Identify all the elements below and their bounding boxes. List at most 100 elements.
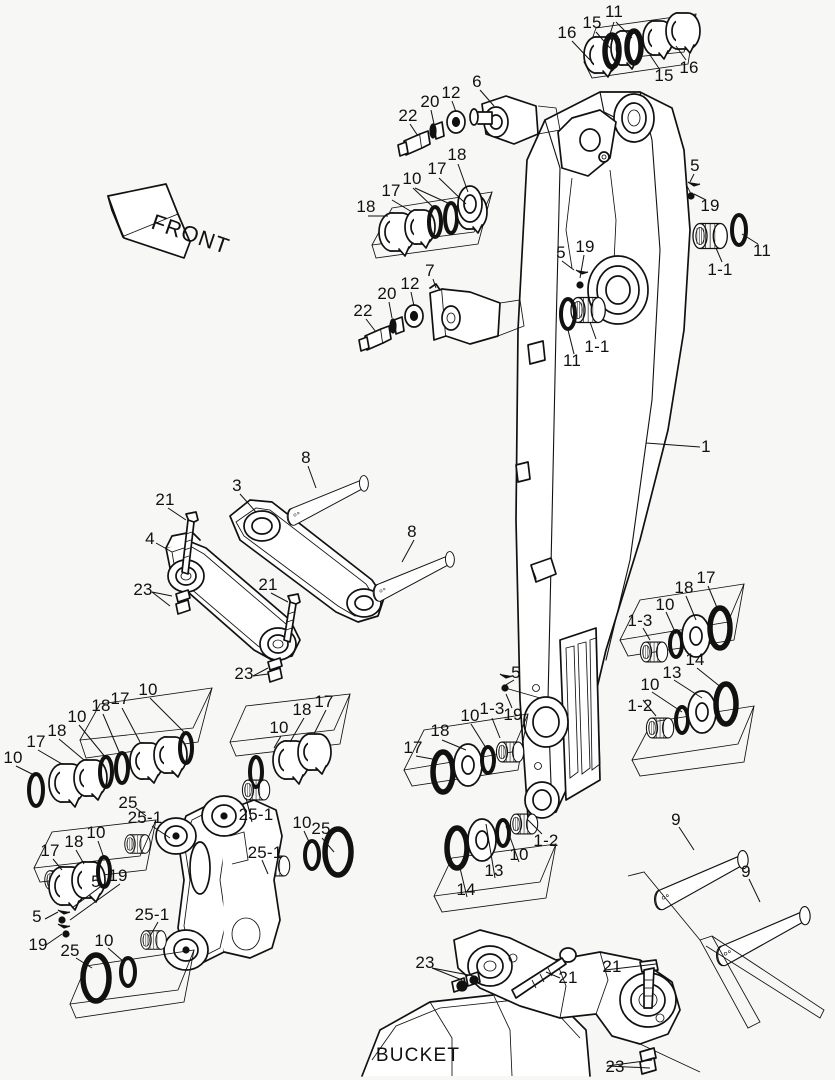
callout-1-1-21: 1-1: [584, 337, 610, 356]
callout-18-73: 18: [674, 578, 694, 597]
callout-13-77: 13: [662, 663, 682, 682]
callout-11-16: 11: [752, 241, 772, 260]
bucket-link-body: [155, 795, 283, 971]
callout-11-20: 11: [562, 351, 582, 370]
callout-4-30: 4: [145, 529, 155, 548]
callout-17-10: 17: [427, 159, 447, 178]
callout-22-25: 22: [353, 301, 373, 320]
callout-25-1-47: 25-1: [238, 805, 274, 824]
callout-1-3-63: 1-3: [479, 699, 505, 718]
callout-23-81: 23: [415, 953, 435, 972]
callout-18-9: 18: [447, 145, 467, 164]
callout-1-2-75: 1-2: [627, 696, 653, 715]
callout-17-12: 17: [381, 181, 401, 200]
callout-20-24: 20: [377, 284, 397, 303]
callout-13-69: 13: [484, 861, 504, 880]
bushing-1-1-right: [685, 181, 748, 250]
callout-10-76: 10: [640, 675, 660, 694]
callout-20-7: 20: [420, 92, 440, 111]
callout-5-55: 5: [91, 872, 101, 891]
cluster-1-3-left: [403, 673, 541, 795]
callout-19-58: 19: [28, 935, 48, 954]
pin-8-upper: [285, 474, 371, 526]
callout-1-2-67: 1-2: [533, 831, 559, 850]
callout-15-3: 15: [654, 66, 674, 85]
callout-9-80: 9: [741, 862, 751, 881]
nut-23-bucket-b: [639, 1047, 657, 1075]
callout-5-14: 5: [690, 156, 700, 175]
callout-5-61: 5: [511, 663, 521, 682]
bottom-left-cluster: [33, 819, 195, 1019]
callout-18-13: 18: [356, 197, 376, 216]
callout-17-35: 17: [110, 689, 130, 708]
callout-17-52: 17: [40, 841, 60, 860]
callout-10-42: 10: [269, 718, 289, 737]
callout-14-70: 14: [456, 880, 476, 899]
callout-10-36: 10: [138, 680, 158, 699]
leader-lines: [15, 21, 761, 1069]
callout-5-18: 5: [556, 243, 566, 262]
callout-25-1-49: 25-1: [134, 905, 170, 924]
callout-25-45: 25: [118, 793, 138, 812]
callout-18-37: 18: [91, 696, 111, 715]
callout-21-32: 21: [258, 575, 278, 594]
callout-18-53: 18: [64, 832, 84, 851]
callout-10-64: 10: [460, 706, 480, 725]
callout-10-54: 10: [86, 823, 106, 842]
callout-10-38: 10: [67, 707, 87, 726]
link-3: [229, 499, 385, 623]
bolt-21-lower: [283, 593, 301, 643]
callout-9-79: 9: [671, 810, 681, 829]
front-arrow-icon: FRONT: [107, 183, 233, 259]
callout-12-6: 12: [441, 83, 461, 102]
callout-16-4: 16: [679, 58, 699, 77]
callout-22-8: 22: [398, 106, 418, 125]
callout-1-3-71: 1-3: [627, 611, 653, 630]
callout-10-51: 10: [292, 813, 312, 832]
callout-10-72: 10: [655, 595, 675, 614]
callout-25-50: 25: [311, 819, 331, 838]
callout-11-2: 11: [604, 2, 624, 21]
callout-25-1-46: 25-1: [127, 808, 163, 827]
upper-washer-stack: [371, 185, 493, 259]
oring-25-right: [303, 826, 354, 878]
callout-19-56: 19: [108, 866, 128, 885]
callout-17-40: 17: [26, 732, 46, 751]
callout-21-29: 21: [155, 490, 175, 509]
left-washer-cluster-b: [229, 693, 351, 877]
cluster-1-2-left: [433, 813, 557, 913]
callout-19-62: 19: [503, 705, 523, 724]
callout-10-41: 10: [3, 748, 23, 767]
nut-23-upper: [175, 589, 191, 615]
callout-17-74: 17: [696, 568, 716, 587]
callout-18-65: 18: [430, 721, 450, 740]
callout-7-22: 7: [425, 261, 435, 280]
callout-21-82: 21: [558, 968, 578, 987]
callout-23-33: 23: [133, 580, 153, 599]
pin-6-assembly: [397, 95, 561, 157]
callout-17-44: 17: [314, 692, 334, 711]
boom-main-body: [515, 91, 691, 819]
callout-19-15: 19: [700, 196, 720, 215]
callout-14-78: 14: [685, 650, 705, 669]
callout-18-39: 18: [47, 721, 67, 740]
pin-9-lower: [713, 905, 814, 967]
callout-15-1: 15: [582, 13, 602, 32]
callout-10-60: 10: [94, 931, 114, 950]
callout-5-57: 5: [32, 907, 42, 926]
bushing-25-1-a: [124, 834, 151, 854]
callout-bucket-85: BUCKET: [375, 1045, 461, 1066]
pin-9-upper: [651, 849, 752, 911]
svg-text:FRONT: FRONT: [148, 209, 233, 259]
callout-23-84: 23: [605, 1057, 625, 1076]
callout-16-0: 16: [557, 23, 577, 42]
callout-25-59: 25: [60, 941, 80, 960]
bolt-21-bucket-a: [511, 947, 577, 999]
callout-23-34: 23: [234, 664, 254, 683]
cluster-1-3-right: [619, 583, 745, 663]
bucket-assembly: [361, 871, 825, 1077]
callout-21-83: 21: [602, 957, 622, 976]
callout-3-28: 3: [232, 476, 242, 495]
